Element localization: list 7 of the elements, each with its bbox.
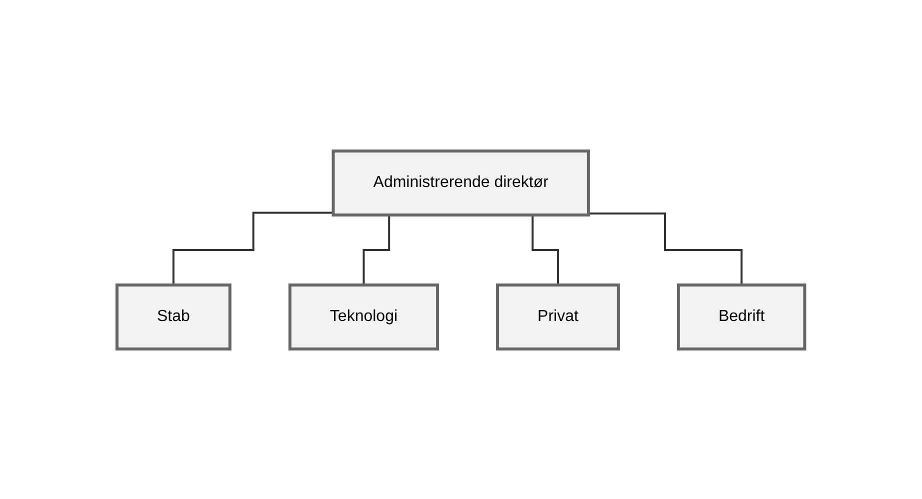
- node-box: Bedrift: [677, 283, 806, 350]
- connector: [588, 212, 743, 286]
- node-box: Privat: [496, 283, 620, 350]
- node-box: Stab: [116, 283, 232, 350]
- node-box: Administrerende direktør: [332, 149, 590, 216]
- node-box: Teknologi: [288, 283, 440, 350]
- connector: [172, 211, 334, 286]
